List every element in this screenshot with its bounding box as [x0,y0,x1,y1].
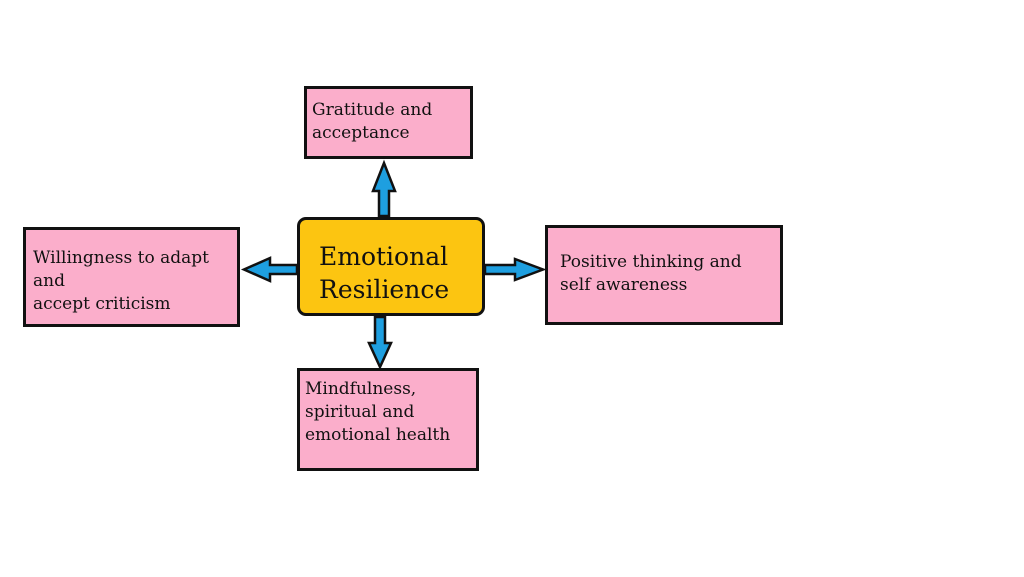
positive-thinking-line-1: Positive thinking and [560,252,742,272]
willingness-line-2: accept criticism [33,294,171,314]
mindfulness-line-3: emotional health [305,425,451,445]
arrow-left [240,256,299,283]
positive-thinking-line-2: self awareness [560,275,688,295]
gratitude-line-1: Gratitude and [312,100,433,120]
gratitude-box: Gratitude and acceptance [304,86,473,159]
mindfulness-box: Mindfulness, spiritual and emotional hea… [297,368,479,471]
arrow-right [483,257,547,282]
center-line-1: Emotional [319,242,449,271]
willingness-line-1: Willingness to adapt and [33,248,209,291]
willingness-box: Willingness to adapt and accept criticis… [23,227,240,327]
arrow-up [371,159,397,218]
positive-thinking-box: Positive thinking and self awareness [545,225,783,325]
emotional-resilience-box: Emotional Resilience [297,217,485,316]
arrow-down [367,315,393,371]
mindfulness-line-1: Mindfulness, [305,379,417,399]
center-line-2: Resilience [319,275,450,304]
mindfulness-line-2: spiritual and [305,402,415,422]
gratitude-line-2: acceptance [312,123,410,143]
